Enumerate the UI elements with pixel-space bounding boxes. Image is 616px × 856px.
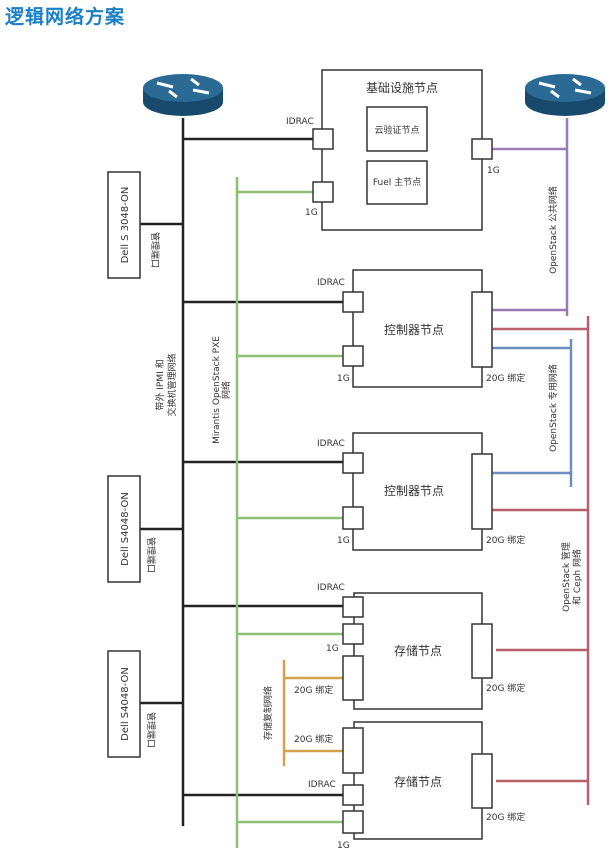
storage-idrac-port: [342, 784, 364, 806]
replication-network-label: 存储复制网络: [262, 686, 274, 740]
controller-idrac-port: [342, 291, 364, 313]
controller-idrac-port: [342, 452, 364, 474]
cloud-validation-label: 云验证节点: [374, 124, 419, 136]
mgmt-ceph-network-label: OpenStack 管理 和 Ceph 网络: [560, 542, 583, 612]
switch-dell-s3048: Dell S 3048-ON 管理端口: [107, 171, 161, 279]
controller-node-1: 控制器节点 IDRAC 1G 20G 绑定: [317, 269, 525, 388]
storage-node-2: 存储节点 20G 绑定 IDRAC 1G 20G 绑定: [294, 721, 525, 851]
storage-title: 存储节点: [394, 643, 442, 658]
pxe-label-line1: Mirantis OpenStack PXE: [212, 336, 222, 444]
controller-idrac-label: IDRAC: [317, 278, 345, 288]
controller-bond-port: [471, 453, 493, 530]
infra-node-title: 基础设施节点: [366, 81, 438, 95]
switch-name: Dell S4048-ON: [120, 667, 131, 741]
infra-idrac-label: IDRAC: [286, 117, 314, 127]
controller-idrac-label: IDRAC: [317, 439, 345, 449]
switch-name: Dell S 3048-ON: [120, 187, 131, 264]
mgmt-ceph-network: [492, 316, 590, 805]
switch-dell-s4048-2: Dell S4048-ON 管理端口: [107, 650, 157, 758]
storage-ceph-bond-label: 20G 绑定: [486, 811, 525, 823]
mgmt-ceph-label-line1: OpenStack 管理: [560, 542, 572, 612]
public-router-icon: [523, 72, 607, 118]
storage-1g-port: [342, 623, 364, 645]
infra-idrac-port: [312, 128, 334, 150]
replication-network: [282, 660, 343, 766]
mgmt-ceph-label-line2: 和 Ceph 网络: [571, 549, 583, 605]
storage-ceph-bond-label: 20G 绑定: [486, 682, 525, 694]
storage-replication-bond-label: 20G 绑定: [294, 733, 333, 745]
storage-1g-label: 1G: [337, 841, 350, 851]
infra-1g-port: [312, 181, 334, 203]
oob-management-network: [140, 118, 343, 826]
storage-ceph-bond-port: [471, 753, 493, 809]
infra-1g-label: 1G: [305, 208, 318, 218]
controller-bond-label: 20G 绑定: [486, 372, 525, 384]
switch-dell-s4048-1: Dell S4048-ON 管理端口: [107, 475, 157, 583]
infra-public-port-label: 1G: [487, 166, 500, 176]
controller-node-2: 控制器节点 IDRAC 1G 20G 绑定: [317, 432, 525, 551]
controller-1g-label: 1G: [337, 536, 350, 546]
storage-replication-bond-port: [342, 727, 364, 774]
storage-ceph-bond-port: [471, 623, 493, 679]
switch-name: Dell S4048-ON: [120, 492, 131, 566]
storage-1g-label: 1G: [326, 644, 339, 654]
controller-bond-port: [471, 291, 493, 368]
switch-port-label: 管理端口: [149, 232, 161, 268]
storage-idrac-label: IDRAC: [308, 780, 336, 790]
controller-1g-label: 1G: [337, 374, 350, 384]
private-network-label: OpenStack 专用网络: [547, 364, 559, 452]
storage-idrac-label: IDRAC: [317, 583, 345, 593]
storage-replication-bond-label: 20G 绑定: [294, 684, 333, 696]
storage-1g-port: [342, 810, 364, 834]
switch-port-label: 管理端口: [145, 537, 157, 573]
controller-1g-port: [342, 506, 364, 530]
infra-public-port: [471, 138, 493, 160]
oob-network-label: 带外 IPMI 和 交换机管理网络: [154, 353, 178, 416]
public-network-label: OpenStack 公共网络: [547, 186, 559, 274]
management-router-icon: [141, 72, 225, 118]
controller-1g-port: [342, 345, 364, 367]
storage-idrac-port: [342, 596, 364, 618]
fuel-master-label: Fuel 主节点: [373, 176, 421, 188]
pxe-network-label: Mirantis OpenStack PXE 网络: [212, 336, 232, 444]
switch-port-label: 管理端口: [145, 712, 157, 748]
storage-node-1: 存储节点 IDRAC 1G 20G 绑定 20G 绑定: [294, 583, 525, 710]
controller-bond-label: 20G 绑定: [486, 534, 525, 546]
fuel-master-node: [366, 160, 428, 205]
private-network: [492, 339, 573, 487]
page-title: 逻辑网络方案: [5, 6, 126, 28]
controller-title: 控制器节点: [384, 323, 444, 337]
controller-title: 控制器节点: [384, 484, 444, 498]
storage-title: 存储节点: [394, 774, 442, 789]
cloud-validation-node: [366, 106, 428, 152]
pxe-label-line2: 网络: [220, 381, 232, 399]
oob-label-line1: 带外 IPMI 和: [154, 359, 166, 410]
oob-label-line2: 交换机管理网络: [166, 353, 178, 416]
storage-replication-bond-port: [342, 655, 364, 701]
infrastructure-node: 基础设施节点 云验证节点 Fuel 主节点 IDRAC 1G 1G: [286, 69, 500, 231]
